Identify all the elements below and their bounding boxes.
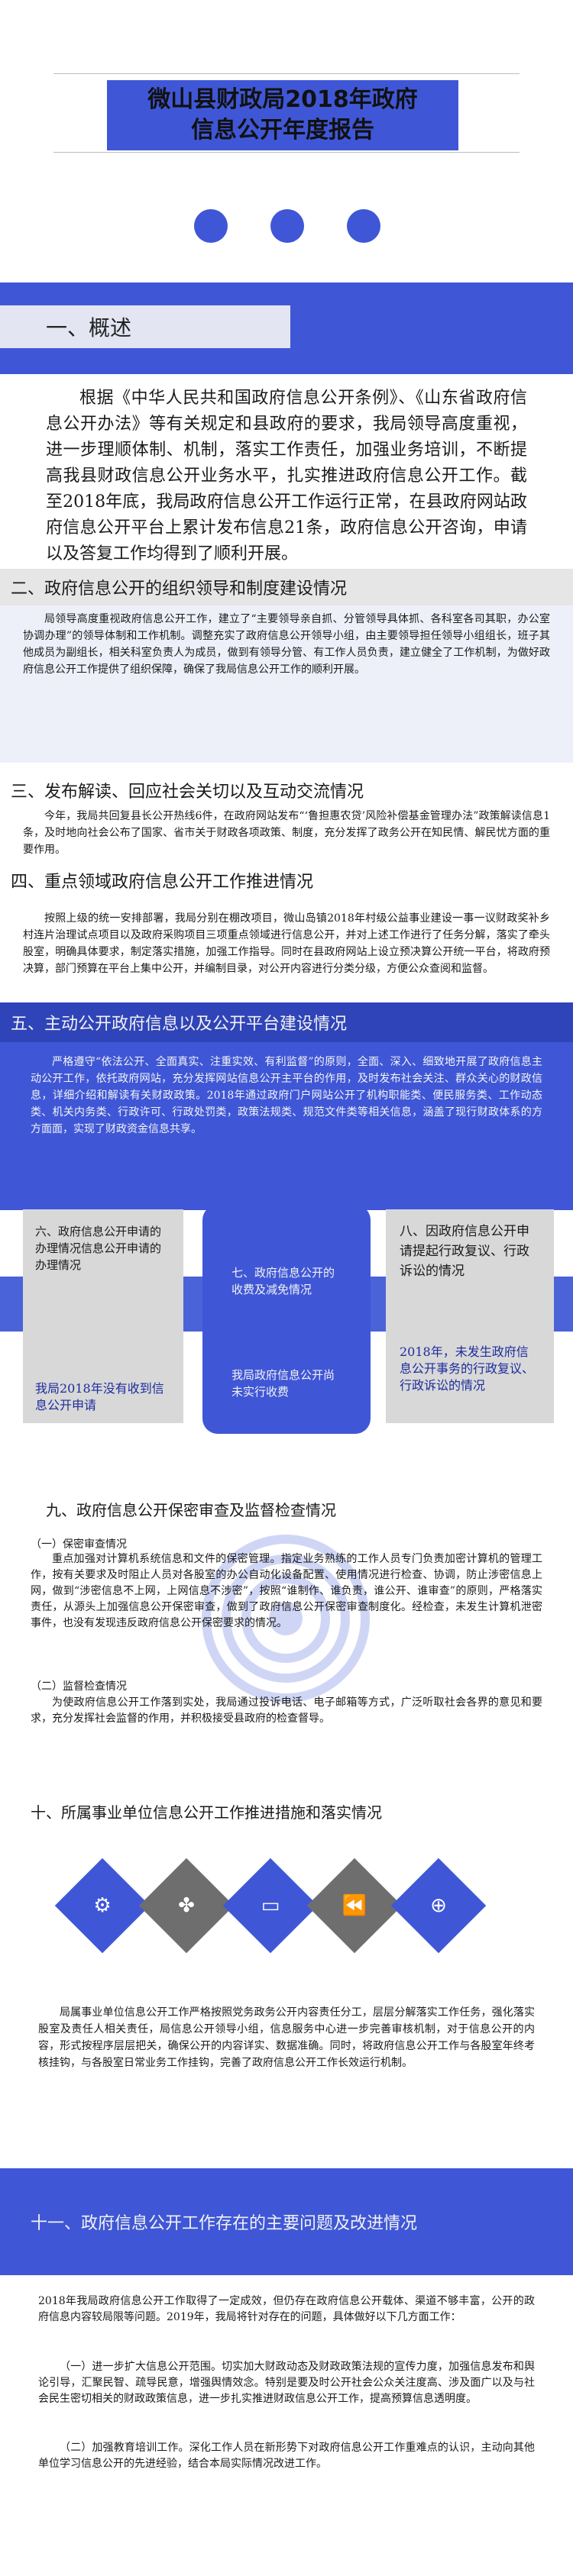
section-11-bar: 十一、政府信息公开工作存在的主要问题及改进情况 [0,2168,573,2275]
section-10-title: 十、所属事业单位信息公开工作推进措施和落实情况 [31,1803,382,1822]
section-5-body: 严格遵守“依法公开、全面真实、注重实效、有利监督”的原则，全面、深入、细致地开展… [31,1056,542,1135]
header-bottom-line [53,152,520,153]
section-2-body: 局领导高度重视政府信息公开工作，建立了“主要领导亲自抓、分管领导具体抓、各科室各… [23,613,550,676]
decor-dot [347,209,380,243]
diamond-tile: ✤ [138,1858,235,1954]
section-3-bar: 三、发布解读、回应社会关切以及互动交流情况 [0,763,573,817]
card-six: 六、政府信息公开申请的办理情况信息公开申请的办理情况 [23,1209,183,1423]
header-top-line [53,73,520,74]
section-1-title: 一、概述 [46,315,132,341]
section-2-bar: 二、政府信息公开的组织领导和制度建设情况 [0,569,573,605]
section-5-bar: 五、主动公开政府信息以及公开平台建设情况 [0,1002,573,1042]
section-1-body: 根据《中华人民共和国政府信息公开条例》、《山东省政府信息公开办法》等有关规定和县… [46,389,527,563]
page-title-line1: 微山县财政局2018年政府 [147,86,418,113]
globe-icon: ⊕ [430,1894,447,1917]
card-six-title: 六、政府信息公开申请的办理情况信息公开申请的办理情况 [35,1225,162,1272]
section-5-title: 五、主动公开政府信息以及公开平台建设情况 [11,1015,348,1034]
section-11-p1: 2018年我局政府信息公开工作取得了一定成效，但仍存在政府信息公开载体、渠道不够… [38,2295,535,2323]
diamond-tile: ⚙ [54,1858,151,1954]
section-4-body: 按照上级的统一安排部署，我局分别在棚改项目，微山岛镇2018年村级公益事业建设一… [23,912,550,975]
rewind-icon: ⏪ [342,1894,367,1917]
section-4-bar: 四、重点领域政府信息公开工作推进情况 [0,859,573,902]
section-2-title: 二、政府信息公开的组织领导和制度建设情况 [11,579,348,599]
decor-dot [270,209,304,243]
section-3-title: 三、发布解读、回应社会关切以及互动交流情况 [11,783,364,802]
section-1-title-box: 一、概述 [0,305,290,348]
section-2-body-bg [0,605,573,763]
gear-icon: ⚙ [93,1894,112,1917]
target-icon [202,1535,370,1703]
monitor-icon: ▭ [261,1894,280,1917]
section-10-body: 局属事业单位信息公开工作严格按照党务政务公开内容责任分工，层层分解落实工作任务，… [38,2006,535,2069]
diamond-tile: ▭ [222,1858,319,1954]
section-9-title: 九、政府信息公开保密审查及监督检查情况 [46,1501,336,1519]
card-six-note: 我局2018年没有收到信息公开申请 [35,1381,164,1412]
diamond-tile: ⏪ [306,1858,403,1954]
decor-dot [194,209,228,243]
card-eight: 八、因政府信息公开申请提起行政复议、行政诉讼的情况 [386,1209,554,1423]
section-11-p2: （一）进一步扩大信息公开范围。切实加大财政动态及财政政策法规的宣传力度，加强信息… [38,2361,535,2405]
clover-icon: ✤ [178,1894,195,1917]
section-9-sub2: （二）监督检查情况 [31,1680,127,1693]
section-9-body1: 重点加强对计算机系统信息和文件的保密管理。指定业务熟练的工作人员专门负责加密计算… [31,1553,542,1629]
section-4-title: 四、重点领域政府信息公开工作推进情况 [11,873,314,892]
section-3-body: 今年，我局共回复县长公开热线6件，在政府网站发布“‘鲁担惠农贷’风险补偿基金管理… [23,810,550,856]
card-seven-note: 我局政府信息公开尚未实行收费 [231,1368,335,1399]
card-eight-note: 2018年，未发生政府信息公开事务的行政复议、行政诉讼的情况 [400,1344,535,1393]
section-5-body-bg [0,1042,573,1210]
page-title-line2: 信息公开年度报告 [191,117,374,144]
header-title-box: 微山县财政局2018年政府 信息公开年度报告 [107,80,458,150]
section-11-title: 十一、政府信息公开工作存在的主要问题及改进情况 [31,2214,418,2233]
section-9-body2: 为使政府信息公开工作落到实处，我局通过投诉电话、电子邮箱等方式，广泛听取社会各界… [31,1696,542,1725]
section-9-sub1: （一）保密审查情况 [31,1538,127,1551]
diamond-tile: ⊕ [390,1858,487,1954]
card-seven-title: 七、政府信息公开的收费及减免情况 [231,1266,335,1296]
section-11-p3: （二）加强教育培训工作。深化工作人员在新形势下对政府信息公开工作重难点的认识，主… [38,2442,535,2470]
section-1-bar: 一、概述 [0,282,573,374]
card-eight-title: 八、因政府信息公开申请提起行政复议、行政诉讼的情况 [400,1224,529,1279]
card-seven: 七、政府信息公开的收费及减免情况 [202,1205,371,1434]
